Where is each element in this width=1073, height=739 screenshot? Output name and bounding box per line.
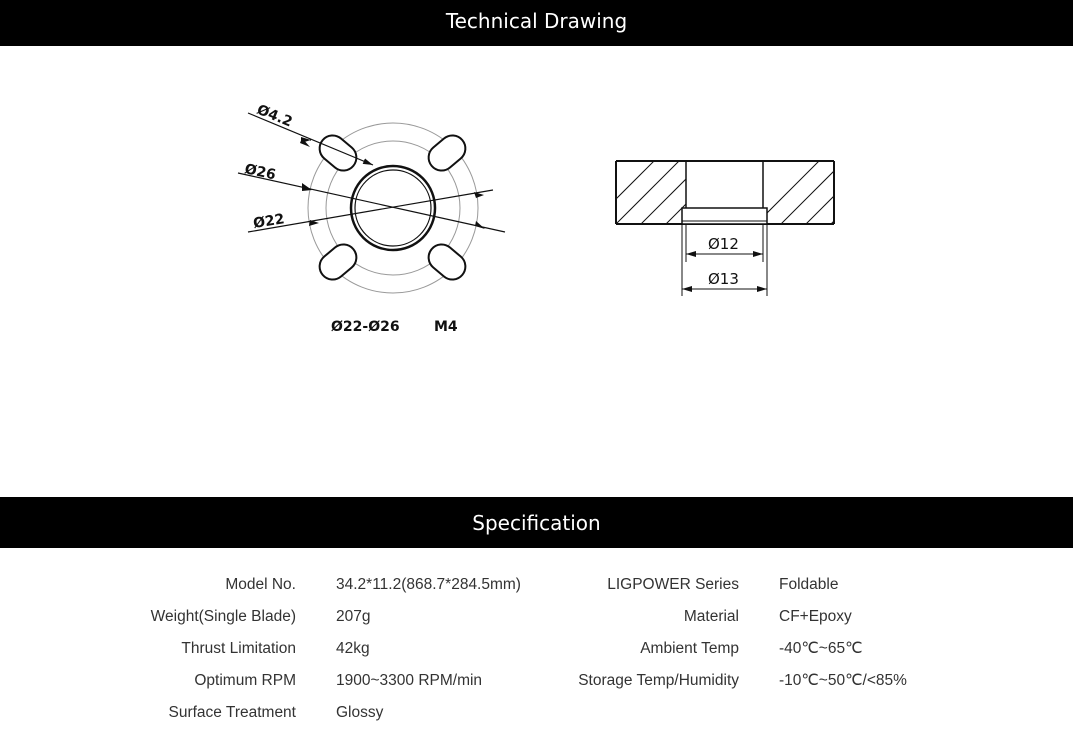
dim-label-d13: Ø13: [708, 270, 739, 288]
section-view: Ø12 Ø13: [615, 160, 835, 296]
spec-label: Material: [683, 608, 739, 625]
dim-label-d12: Ø12: [708, 235, 739, 253]
spec-value: 207g: [336, 608, 371, 625]
section-title: Specification: [472, 511, 601, 535]
technical-drawing-header: Technical Drawing: [0, 0, 1073, 46]
dim-label-inner: Ø22: [252, 211, 286, 232]
spec-value: 42kg: [336, 640, 370, 657]
spec-label: LIGPOWER Series: [607, 576, 739, 593]
dim-label-outer: Ø26: [243, 161, 277, 183]
spec-label: Model No.: [225, 576, 296, 593]
range-label: Ø22-Ø26: [331, 319, 400, 335]
spec-value: Glossy: [336, 704, 384, 721]
spec-value: -40℃~65℃: [779, 640, 863, 657]
spec-label: Weight(Single Blade): [150, 608, 296, 625]
spec-value: Foldable: [779, 576, 839, 593]
dim-label-slot: Ø4.2: [255, 102, 295, 131]
spec-label: Optimum RPM: [194, 672, 296, 689]
spec-value: -10℃~50℃/<85%: [779, 672, 907, 689]
spec-value: 1900~3300 RPM/min: [336, 672, 483, 689]
spec-value: CF+Epoxy: [779, 608, 852, 625]
spec-value: 34.2*11.2(868.7*284.5mm): [336, 576, 521, 593]
thread-label: M4: [434, 319, 458, 335]
spec-label: Surface Treatment: [168, 704, 296, 721]
section-title: Technical Drawing: [445, 9, 628, 33]
specification-header: Specification: [0, 497, 1073, 548]
spec-label: Storage Temp/Humidity: [578, 672, 739, 689]
technical-drawing: Ø4.2 Ø26 Ø22 Ø22-Ø26 M4 Ø12 Ø13: [237, 102, 835, 335]
spec-label: Thrust Limitation: [181, 640, 296, 657]
flange-top-view: Ø4.2 Ø26 Ø22 Ø22-Ø26 M4: [237, 102, 506, 335]
spec-label: Ambient Temp: [640, 640, 739, 657]
